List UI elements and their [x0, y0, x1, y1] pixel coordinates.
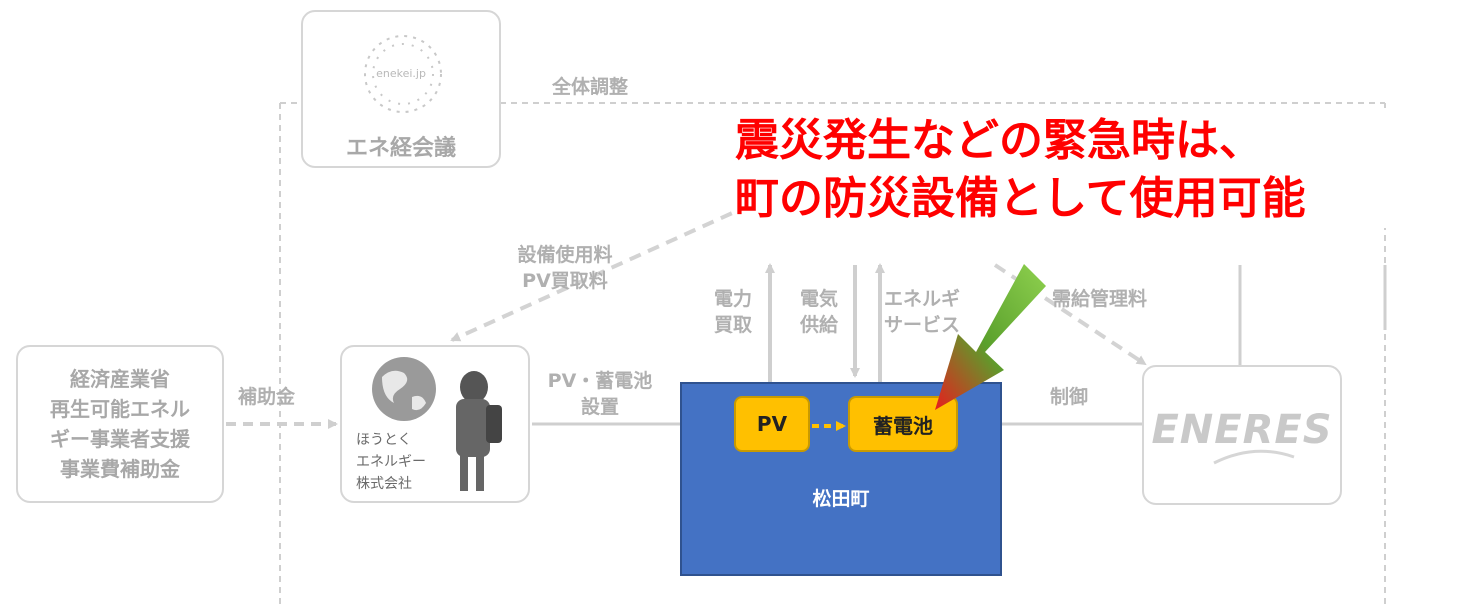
demand-fee-label: 需給管理料: [1052, 288, 1148, 310]
power-buy-label: 電力 買取: [714, 286, 752, 338]
meti-subsidy-box: 経済産業省 再生可能エネル ギー事業者支援 事業費補助金: [16, 345, 224, 503]
power-supply-label-line-1: 電気: [800, 288, 839, 310]
install-label: PV・蓄電池 設置: [537, 368, 663, 420]
houtoku-logo-text: ほうとく エネルギー 株式会社: [356, 429, 426, 495]
headline-line-2: 町の防災設備として使用可能: [735, 173, 1306, 224]
houtoku-energy-box: ほうとく エネルギー 株式会社: [340, 345, 530, 503]
eneres-swoosh-icon: [1213, 449, 1295, 465]
town-label: 松田町: [812, 488, 870, 510]
power-buy-label-line-1: 電力: [714, 288, 753, 310]
meti-line-4: 事業費補助金: [60, 457, 180, 481]
control-label: 制御: [1050, 386, 1089, 408]
houtoku-logo-line-1: ほうとく: [356, 432, 412, 448]
meti-line-3: ギー事業者支援: [50, 427, 190, 451]
energy-service-label: エネルギ サービス: [884, 286, 960, 338]
fee-label-line-2: PV買取料: [522, 270, 608, 292]
eneco-label: エネ経会議: [345, 136, 456, 161]
pv-to-battery-arrow: [812, 421, 846, 431]
demand-fee-arrow: [993, 263, 1147, 366]
eneco-council-box: enekei.jp エネ経会議: [301, 10, 501, 168]
wreath-logo-icon: [364, 35, 442, 113]
power-supply-label: 電気 供給: [800, 286, 838, 338]
eneres-logo: ENERES: [1151, 407, 1333, 453]
houtoku-logo-line-3: 株式会社: [356, 476, 412, 492]
fee-label-line-1: 設備使用料: [517, 244, 613, 266]
meti-line-1: 経済産業省: [70, 367, 170, 391]
pv-box: PV: [734, 396, 810, 452]
eneres-box: ENERES: [1142, 365, 1342, 505]
overall-coordination-label: 全体調整: [552, 76, 629, 98]
energy-service-label-line-2: サービス: [884, 314, 961, 336]
subsidy-label: 補助金: [238, 386, 296, 408]
install-label-line-2: 設置: [580, 396, 619, 418]
emergency-headline: 震災発生などの緊急時は、 町の防災設備として使用可能: [735, 108, 1482, 228]
meti-line-2: 再生可能エネル: [50, 397, 190, 421]
globe-child-logo-icon: [372, 357, 502, 491]
power-supply-label-line-2: 供給: [800, 314, 839, 336]
headline-line-1: 震災発生などの緊急時は、: [735, 115, 1263, 166]
install-label-line-1: PV・蓄電池: [547, 370, 653, 392]
enekei-logo-text: enekei.jp: [376, 67, 426, 80]
battery-box: 蓄電池: [848, 396, 958, 452]
power-buy-label-line-2: 買取: [714, 314, 753, 336]
energy-service-label-line-1: エネルギ: [884, 288, 961, 310]
fee-arrow: [450, 203, 751, 342]
fee-label: 設備使用料 PV買取料: [500, 242, 630, 294]
houtoku-logo-line-2: エネルギー: [356, 454, 426, 470]
matsuda-town-box: PV 蓄電池 松田町: [680, 382, 1002, 576]
